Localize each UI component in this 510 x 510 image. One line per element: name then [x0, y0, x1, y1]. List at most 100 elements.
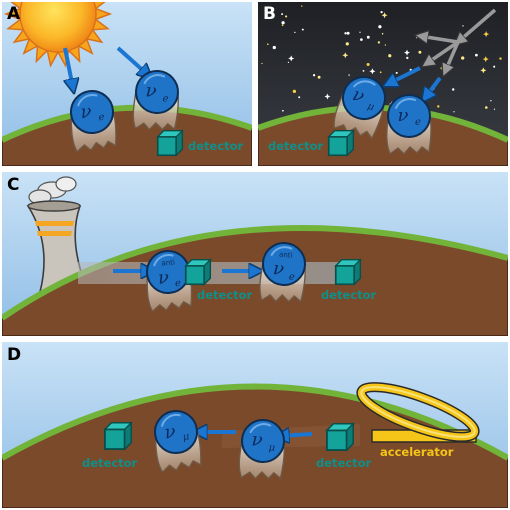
star-icon [362, 69, 365, 72]
star-icon [418, 50, 422, 54]
electron-neutrino-ghost: ν e [131, 68, 182, 132]
anti-electron-neutrino-ghost: anti ν e [257, 240, 309, 304]
electron-neutrino-ghost: ν e [66, 87, 119, 153]
star-icon [485, 106, 488, 109]
solar-arrow-2 [116, 46, 148, 75]
muon-neutrino-ghost: ν μ [330, 70, 393, 142]
neutrino-flavor: e [288, 271, 295, 282]
star-icon [301, 28, 304, 31]
star-icon [285, 15, 288, 18]
panel-letter: B [263, 4, 276, 24]
star-icon [404, 49, 411, 56]
far-detector-cube [334, 258, 362, 286]
star-icon [366, 62, 370, 67]
near-detector-cube [326, 423, 354, 451]
near-detector-label: detector [197, 288, 253, 302]
star-icon [462, 25, 464, 27]
detector-label: detector [188, 139, 244, 153]
panel-c-grass [0, 225, 509, 321]
star-icon [348, 74, 350, 76]
star-icon [483, 31, 490, 38]
star-icon [287, 61, 290, 64]
star-icon [288, 55, 295, 62]
star-icon [461, 56, 465, 60]
electron-neutrino-ghost: ν e [385, 94, 433, 154]
star-icon [266, 43, 269, 46]
star-icon [346, 31, 350, 35]
far-detector-label: detector [82, 456, 138, 470]
anti-prefix: anti [161, 258, 175, 267]
nuclear-reactor-icon [26, 176, 88, 293]
star-icon [437, 105, 440, 108]
star-icon [261, 62, 263, 65]
star-icon [381, 12, 388, 19]
star-icon [493, 108, 496, 110]
star-icon [360, 38, 363, 41]
panel-letter: D [7, 345, 21, 365]
star-icon [384, 44, 387, 46]
detector-cube [156, 129, 184, 157]
beam-arrow-1 [280, 434, 313, 436]
neutrino-flavor: μ [366, 101, 376, 113]
atmospheric-arrow-1 [388, 66, 421, 84]
star-icon [281, 21, 285, 25]
cosmic-ray-shower [420, 8, 497, 72]
detector-label: detector [268, 139, 324, 153]
anti-electron-neutrino-ghost: anti ν e [143, 248, 195, 312]
star-icon [292, 89, 297, 94]
star-icon [482, 56, 489, 63]
star-icon [324, 93, 331, 100]
star-icon [379, 71, 382, 74]
neutrino-symbol: ν [163, 421, 177, 443]
detector-cube [327, 129, 355, 157]
accelerator-label: accelerator [380, 445, 454, 459]
star-icon [440, 66, 444, 70]
accelerator-ring-icon [356, 382, 480, 443]
star-icon [493, 65, 496, 68]
panel-letter: A [7, 4, 21, 24]
muon-neutrino-ghost: ν μ [150, 407, 205, 473]
star-icon [317, 75, 321, 79]
neutrino-symbol: ν [79, 101, 92, 123]
star-icon [369, 68, 376, 75]
star-icon [416, 36, 418, 39]
panel-a: ν e ν e detector A [0, 0, 254, 167]
star-icon [388, 54, 392, 58]
star-icon [366, 35, 370, 39]
star-icon [378, 25, 382, 29]
star-icon [395, 71, 398, 74]
star-icon [342, 52, 349, 59]
star-icon [480, 67, 487, 74]
star-icon [301, 5, 303, 7]
star-icon [499, 57, 502, 60]
star-icon [377, 41, 381, 44]
star-icon [406, 56, 409, 60]
panel-letter: C [7, 175, 19, 195]
star-icon [490, 100, 492, 102]
star-icon [272, 45, 276, 50]
near-detector-cube [184, 258, 212, 286]
neutrino-flavor: μ [268, 442, 275, 453]
panel-c: anti ν e anti ν e detector detector C [0, 172, 509, 337]
neutrino-flavor: e [175, 278, 182, 289]
star-icon [380, 10, 383, 14]
neutrino-symbol: ν [157, 267, 170, 289]
star-icon [345, 42, 349, 46]
neutrino-flavor: e [162, 93, 169, 104]
star-icon [281, 24, 284, 27]
star-icon [420, 32, 423, 35]
panel-b: ν μ ν e detector B [256, 2, 510, 167]
neutrino-flavor: e [415, 117, 421, 128]
neutrino-symbol: ν [251, 429, 263, 451]
muon-neutrino-ghost: ν μ [237, 417, 288, 481]
atmospheric-arrow-2 [425, 76, 442, 98]
panel-d: ν μ ν μ detector detector accelerator D [0, 342, 510, 509]
star-icon [475, 53, 478, 57]
neutrino-symbol: ν [272, 258, 285, 280]
star-icon [451, 88, 455, 91]
solar-arrow-1 [63, 47, 73, 88]
star-icon [294, 31, 296, 34]
